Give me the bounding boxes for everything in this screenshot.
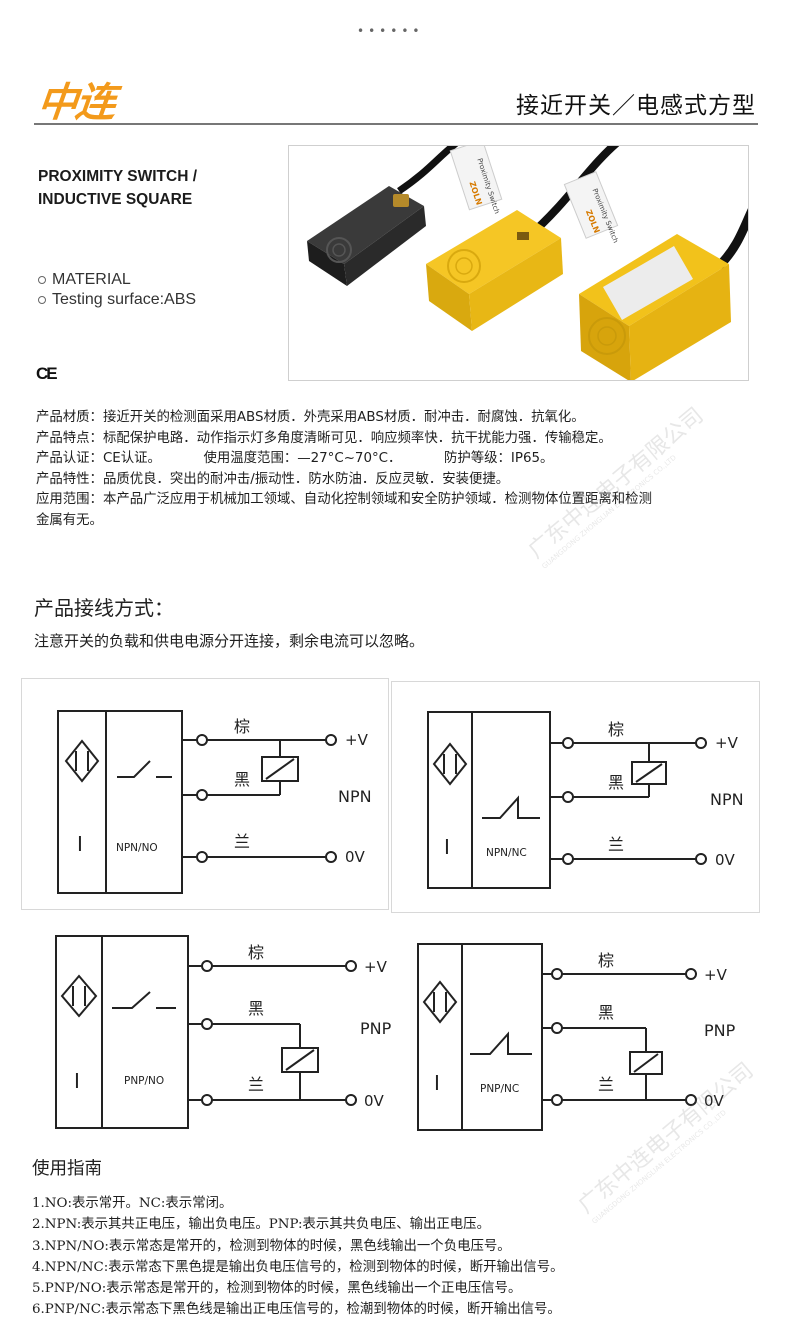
product-photo: Proximity Switch ZOLN Proximity Switch Z… (288, 145, 749, 381)
description-line: 产品特点：标配保护电路．动作指示灯多角度清晰可见．响应频率快．抗干扰能力强．传输… (36, 430, 612, 446)
header-divider (34, 123, 758, 125)
wire-label-black: 黑 (598, 1003, 614, 1022)
guide-item: 2.NPN:表示其共正电压，输出负电压。PNP:表示其共负电压、输出正电压。 (32, 1217, 490, 1233)
usage-guide-title: 使用指南 (32, 1159, 102, 1179)
page-title: 接近开关／电感式方型 (516, 93, 756, 119)
circuit-type-label: PNP (704, 1021, 736, 1040)
product-english-title: PROXIMITY SWITCH / INDUCTIVE SQUARE (38, 165, 197, 211)
english-title-line-2: INDUCTIVE SQUARE (38, 191, 193, 208)
plus-v-label: +V (704, 966, 728, 984)
circuit-type-label: NPN (338, 787, 372, 806)
circuit-type-label: NPN (710, 790, 744, 809)
description-line: 金属有无。 (36, 512, 103, 528)
output-symbol: I (74, 1069, 80, 1093)
english-title-line-1: PROXIMITY SWITCH / (38, 168, 198, 185)
zero-v-label: 0V (704, 1092, 725, 1110)
wire-label-black: 黑 (234, 770, 250, 789)
page-indicator-dots: •••••• (357, 24, 424, 38)
brand-logo: 中连 (35, 80, 116, 126)
zero-v-label: 0V (364, 1092, 385, 1110)
guide-item: 5.PNP/NO:表示常态是常开的，检测到物体的时候，黑色线输出一个正电压信号。 (32, 1281, 522, 1297)
wire-label-brown: 棕 (248, 943, 264, 962)
wire-label-blue: 兰 (598, 1075, 614, 1094)
wiring-diagram-npn-nc: I NPN/NC 棕 +V 黑 NPN 兰 0V (391, 681, 760, 913)
wire-label-blue: 兰 (234, 832, 250, 851)
wire-label-blue: 兰 (248, 1075, 264, 1094)
guide-item: 4.NPN/NC:表示常态下黑色提是输出负电压信号的，检测到物体的时候，断开输出… (32, 1259, 564, 1275)
wire-label-brown: 棕 (598, 951, 614, 970)
description-line: 产品认证：CE认证。 使用温度范围：—27°C~70°C． 防护等级：IP65。 (36, 451, 554, 466)
output-symbol: I (77, 832, 83, 856)
guide-item: 6.PNP/NC:表示常态下黑色线是输出正电压信号的，检潮到物体的时候，断开输出… (32, 1302, 561, 1318)
diagram-mode-label: NPN/NO (116, 842, 158, 854)
wire-label-black: 黑 (248, 999, 264, 1018)
plus-v-label: +V (364, 958, 388, 976)
diagram-mode-label: PNP/NO (124, 1075, 164, 1087)
spec-item-label: MATERIAL (52, 271, 131, 288)
diagram-mode-label: NPN/NC (486, 847, 527, 859)
description-line: 应用范围：本产品广泛应用于机械加工领域、自动化控制领域和安全防护领域．检测物体位… (36, 492, 652, 507)
circle-bullet-icon (38, 296, 46, 304)
ce-certification-mark: CE (36, 364, 58, 383)
spec-item: Testing surface:ABS (38, 290, 196, 310)
wiring-section-title: 产品接线方式： (34, 596, 174, 620)
circuit-type-label: PNP (360, 1019, 392, 1038)
wiring-diagram-pnp-nc: I PNP/NC 棕 +V 黑 PNP 兰 0V (408, 918, 760, 1140)
wire-label-brown: 棕 (608, 720, 624, 739)
material-spec-list: MATERIAL Testing surface:ABS (38, 270, 196, 310)
description-line: 产品特性：品质优良．突出的耐冲击/振动性．防水防油．反应灵敏．安装便捷。 (36, 471, 510, 487)
spec-item-label: Testing surface:ABS (52, 291, 197, 308)
product-photo-illustration: Proximity Switch ZOLN Proximity Switch Z… (307, 146, 748, 380)
spec-item: MATERIAL (38, 270, 196, 290)
guide-item: 1.NO:表示常开。NC:表示常闭。 (32, 1196, 233, 1211)
wiring-diagram-npn-no: I NPN/NO 棕 +V 黑 NPN 兰 0V (21, 678, 389, 910)
usage-guide-list: 1.NO:表示常开。NC:表示常闭。 2.NPN:表示其共正电压，输出负电压。P… (32, 1193, 563, 1321)
output-symbol: I (434, 1071, 440, 1095)
output-symbol: I (444, 835, 450, 859)
wiring-diagram-pnp-no: I PNP/NO 棕 +V 黑 PNP 兰 0V (36, 922, 406, 1142)
zero-v-label: 0V (345, 848, 366, 866)
wire-label-blue: 兰 (608, 835, 624, 854)
description-line: 产品材质：接近开关的检测面采用ABS材质．外壳采用ABS材质．耐冲击．耐腐蚀．抗… (36, 410, 585, 425)
wire-label-brown: 棕 (234, 717, 250, 736)
zero-v-label: 0V (715, 851, 736, 869)
plus-v-label: +V (715, 734, 739, 752)
circle-bullet-icon (38, 276, 46, 284)
wire-label-black: 黑 (608, 773, 624, 792)
diagram-mode-label: PNP/NC (480, 1083, 519, 1095)
product-description: 产品材质：接近开关的检测面采用ABS材质．外壳采用ABS材质．耐冲击．耐腐蚀．抗… (36, 408, 754, 531)
guide-item: 3.NPN/NO:表示常态是常开的，检测到物体的时候，黑色线输出一个负电压号。 (32, 1238, 511, 1254)
wiring-note: 注意开关的负载和供电电源分开连接，剩余电流可以忽略。 (34, 632, 425, 650)
plus-v-label: +V (345, 731, 369, 749)
